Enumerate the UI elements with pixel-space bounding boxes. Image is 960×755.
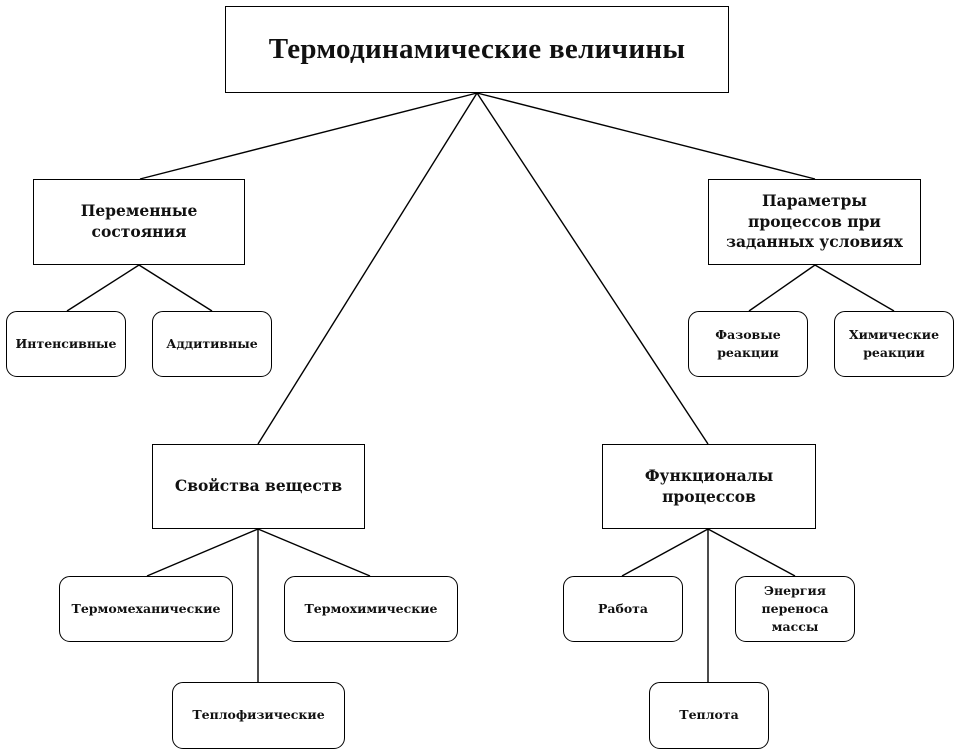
leaf-label: Фазовые реакции <box>715 326 781 360</box>
link-root-process-functionals <box>476 92 709 445</box>
node-process-functionals: Функционалы процессов <box>602 444 816 529</box>
link-props-thermomech <box>146 528 259 577</box>
root-node: Термодинамические величины <box>225 6 729 93</box>
link-props-thermochem <box>257 528 371 577</box>
node-label: Параметры процессов при заданных условия… <box>726 190 903 252</box>
link-state-additive <box>138 264 213 312</box>
link-func-mass-energy <box>707 528 796 577</box>
leaf-phase-reactions: Фазовые реакции <box>688 311 808 377</box>
leaf-thermophysical: Теплофизические <box>172 682 345 749</box>
leaf-thermomechanical: Термомеханические <box>59 576 233 642</box>
link-root-substance-properties <box>257 92 478 445</box>
leaf-label: Теплота <box>679 707 739 723</box>
leaf-label: Работа <box>597 600 649 616</box>
leaf-mass-transfer-energy: Энергия переноса массы <box>735 576 855 642</box>
node-substance-properties: Свойства веществ <box>152 444 365 529</box>
leaf-label: Теплофизические <box>192 707 325 723</box>
node-process-parameters: Параметры процессов при заданных условия… <box>708 179 921 265</box>
link-params-phase <box>748 264 816 312</box>
leaf-label: Термомеханические <box>71 600 221 616</box>
leaf-chemical-reactions: Химические реакции <box>834 311 954 377</box>
leaf-additive: Аддитивные <box>152 311 272 377</box>
node-label: Переменные состояния <box>80 201 198 241</box>
link-params-chemical <box>814 264 895 312</box>
leaf-work: Работа <box>563 576 683 642</box>
leaf-label: Интенсивные <box>15 335 117 351</box>
leaf-thermochemical: Термохимические <box>284 576 458 642</box>
leaf-label: Термохимические <box>304 600 438 616</box>
leaf-heat: Теплота <box>649 682 769 749</box>
link-state-intensive <box>66 264 140 312</box>
leaf-label: Аддитивные <box>166 335 258 351</box>
node-state-variables: Переменные состояния <box>33 179 245 265</box>
link-root-process-parameters <box>476 92 816 180</box>
leaf-label: Химические реакции <box>848 326 940 360</box>
link-root-state-variables <box>139 92 478 180</box>
root-label: Термодинамические величины <box>268 33 686 66</box>
node-label: Свойства веществ <box>174 476 343 496</box>
leaf-label: Энергия переноса массы <box>761 582 829 635</box>
leaf-intensive: Интенсивные <box>6 311 126 377</box>
node-label: Функционалы процессов <box>644 465 774 506</box>
link-func-work <box>621 528 709 577</box>
